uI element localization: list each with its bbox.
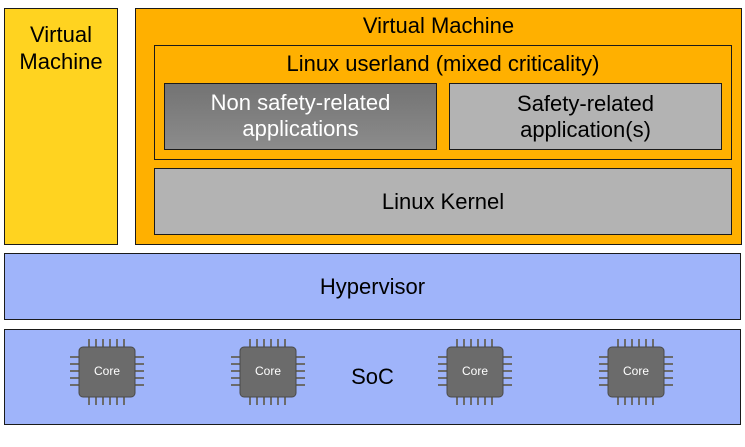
safety-applications-label: Safety-related application(s) <box>517 91 654 142</box>
core-label: Core <box>93 364 120 378</box>
chip-icon <box>231 339 305 405</box>
hypervisor-box: Hypervisor <box>4 253 741 320</box>
linux-userland-label: Linux userland (mixed criticality) <box>286 51 600 76</box>
non-safety-applications-box: Non safety-related applications <box>164 83 437 150</box>
hypervisor-label: Hypervisor <box>319 274 426 299</box>
linux-kernel-box: Linux Kernel <box>154 168 732 235</box>
cpu-core-chip: Core <box>436 337 514 407</box>
core-label: Core <box>254 364 281 378</box>
soc-label: SoC <box>351 364 394 389</box>
chip-icon <box>438 339 512 405</box>
cpu-core-chip: Core <box>229 337 307 407</box>
virtual-machine-small-label: Virtual Machine <box>19 22 103 74</box>
core-label: Core <box>622 364 649 378</box>
chip-icon <box>70 339 144 405</box>
core-label: Core <box>461 364 488 378</box>
virtual-machine-small: Virtual Machine <box>4 8 118 245</box>
linux-kernel-label: Linux Kernel <box>381 189 505 214</box>
safety-applications-box: Safety-related application(s) <box>449 83 722 150</box>
virtual-machine-large-label: Virtual Machine <box>362 13 515 38</box>
cpu-core-chip: Core <box>68 337 146 407</box>
chip-icon <box>599 339 673 405</box>
non-safety-applications-label: Non safety-related applications <box>210 90 391 141</box>
cpu-core-chip: Core <box>597 337 675 407</box>
